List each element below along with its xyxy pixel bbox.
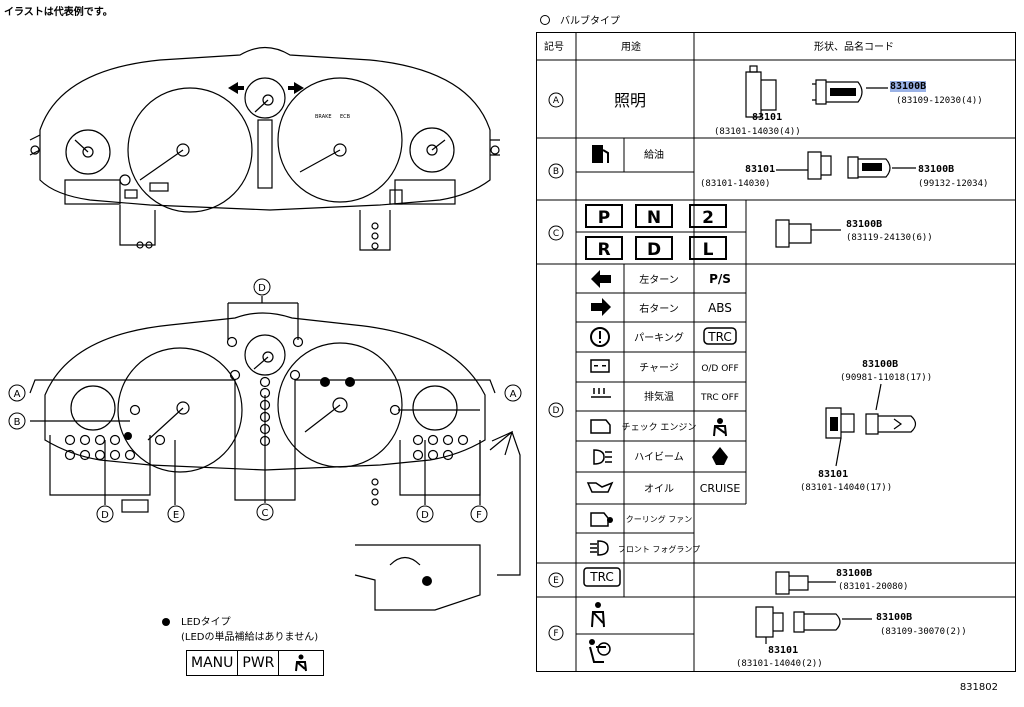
seatbelt-icon-f bbox=[591, 602, 605, 628]
use-exhaust: 排気温 bbox=[644, 390, 674, 403]
part-code-f-holder-main: 83101 bbox=[768, 645, 799, 656]
part-code-e-sub: (83101-20080) bbox=[838, 582, 909, 592]
high-beam-icon bbox=[593, 449, 612, 465]
callout-d-top: D bbox=[258, 283, 266, 294]
row-label-c: C bbox=[553, 229, 559, 239]
use-right-turn: 右ターン bbox=[639, 302, 679, 315]
part-code-d-socket-main: 83100B bbox=[862, 359, 899, 370]
oil-icon bbox=[586, 481, 614, 493]
trc-badge: TRC bbox=[589, 570, 613, 584]
gear-n: N bbox=[647, 208, 661, 228]
part-code-b-holder-main: 83101 bbox=[745, 164, 776, 175]
led-box-pwr: PWR bbox=[238, 651, 280, 675]
led-legend: LEDタイプ (LEDの単品補給はありません) bbox=[163, 615, 318, 645]
exhaust-temp-icon bbox=[591, 388, 611, 398]
row-label-f: F bbox=[553, 629, 558, 639]
svg-text:ECB: ECB bbox=[340, 114, 351, 120]
callout-b: B bbox=[14, 417, 21, 428]
label-ps: P/S bbox=[709, 272, 731, 286]
part-code-f-holder-sub: (83101-14040(2)) bbox=[736, 659, 823, 669]
use-check-engine: チェック エンジン bbox=[622, 422, 697, 433]
label-trc: TRC bbox=[707, 330, 731, 344]
parts-table: 記号 用途 形状、品名コード A B C D E F 照明 給油 P N 2 R… bbox=[536, 32, 1016, 672]
label-cruise: CRUISE bbox=[700, 482, 741, 495]
part-code-f-socket-sub: (83109-30070(2)) bbox=[880, 627, 967, 637]
row-label-e: E bbox=[553, 576, 559, 586]
label-od-off: O/D OFF bbox=[701, 364, 738, 374]
part-code-d-holder-main: 83101 bbox=[818, 469, 849, 480]
left-turn-icon bbox=[591, 270, 611, 288]
part-code-a-socket-sub: (83109-12030(4)) bbox=[896, 96, 983, 106]
battery-icon bbox=[590, 359, 610, 373]
part-code-b-socket-sub: (99132-12034) bbox=[918, 179, 989, 189]
part-code-b-socket-main: 83100B bbox=[918, 164, 955, 175]
right-turn-icon bbox=[591, 298, 611, 316]
parking-brake-icon bbox=[590, 327, 610, 347]
callout-a-left: A bbox=[14, 389, 21, 400]
part-code-a-holder-main: 83101 bbox=[752, 112, 783, 123]
callout-c: C bbox=[262, 508, 269, 519]
header-shape: 形状、品名コード bbox=[814, 40, 894, 53]
use-cooling-fan: クーリング ファン bbox=[626, 514, 693, 524]
door-open-icon bbox=[712, 447, 728, 465]
seatbelt-icon bbox=[279, 651, 323, 675]
fog-lamp-icon bbox=[590, 540, 609, 556]
row-label-b: B bbox=[553, 167, 559, 177]
callout-d-left: D bbox=[101, 510, 109, 521]
seatbelt-warning-icon bbox=[713, 418, 727, 437]
row-label-d: D bbox=[553, 406, 560, 416]
use-fog-lamp: フロント フォグランプ bbox=[618, 544, 700, 554]
header-use: 用途 bbox=[621, 40, 641, 53]
gear-2: 2 bbox=[702, 208, 714, 228]
callout-f: F bbox=[476, 510, 482, 521]
led-type-label: LEDタイプ bbox=[181, 617, 231, 628]
svg-text:BRAKE: BRAKE bbox=[315, 114, 332, 120]
use-lighting: 照明 bbox=[614, 91, 646, 110]
fuel-icon bbox=[592, 145, 609, 163]
callout-e: E bbox=[173, 510, 179, 521]
bulb-type-heading: バルブタイプ bbox=[540, 12, 620, 27]
check-engine-icon bbox=[590, 419, 611, 434]
label-abs: ABS bbox=[708, 301, 732, 315]
part-code-e-main: 83100B bbox=[836, 568, 873, 579]
part-code-d-socket-sub: (90981-11018(17)) bbox=[840, 373, 933, 383]
gear-l: L bbox=[703, 240, 714, 260]
circle-bullet-icon bbox=[540, 15, 550, 25]
part-code-a-holder-sub: (83101-14030(4)) bbox=[714, 127, 801, 137]
cooling-fan-icon bbox=[590, 512, 613, 527]
use-high-beam: ハイビーム bbox=[634, 451, 684, 463]
use-oil: オイル bbox=[644, 483, 674, 495]
part-code-f-socket-main: 83100B bbox=[876, 612, 913, 623]
header-mark: 記号 bbox=[544, 40, 564, 53]
airbag-icon bbox=[589, 639, 611, 663]
led-box-manu: MANU bbox=[187, 651, 239, 675]
gear-p: P bbox=[598, 208, 610, 228]
use-charge: チャージ bbox=[639, 362, 679, 374]
part-code-d-holder-sub: (83101-14040(17)) bbox=[800, 483, 893, 493]
part-code-c-main: 83100B bbox=[846, 219, 883, 230]
callout-d-right: D bbox=[421, 510, 429, 521]
label-trc-off: TRC OFF bbox=[700, 393, 739, 403]
led-note: (LEDの単品補給はありません) bbox=[181, 632, 319, 643]
use-fuel: 給油 bbox=[644, 148, 664, 161]
diagram-reference-number: 831802 bbox=[959, 682, 998, 693]
led-indicator-boxes: MANU PWR bbox=[186, 650, 325, 676]
cluster-diagram: BRAKE ECB bbox=[8, 46, 522, 626]
gear-r: R bbox=[597, 240, 610, 260]
part-code-b-holder-sub: (83101-14030) bbox=[700, 179, 771, 189]
part-code-c-sub: (83119-24130(6)) bbox=[846, 233, 933, 243]
row-label-a: A bbox=[553, 96, 560, 106]
bulb-type-label: バルブタイプ bbox=[560, 16, 620, 27]
gear-d: D bbox=[647, 240, 661, 260]
use-left-turn: 左ターン bbox=[639, 273, 679, 286]
part-code-a-socket-main: 83100B bbox=[890, 81, 927, 92]
callout-a-right: A bbox=[510, 389, 517, 400]
illustration-note: イラストは代表例です。 bbox=[4, 7, 113, 18]
use-parking: パーキング bbox=[634, 331, 684, 344]
